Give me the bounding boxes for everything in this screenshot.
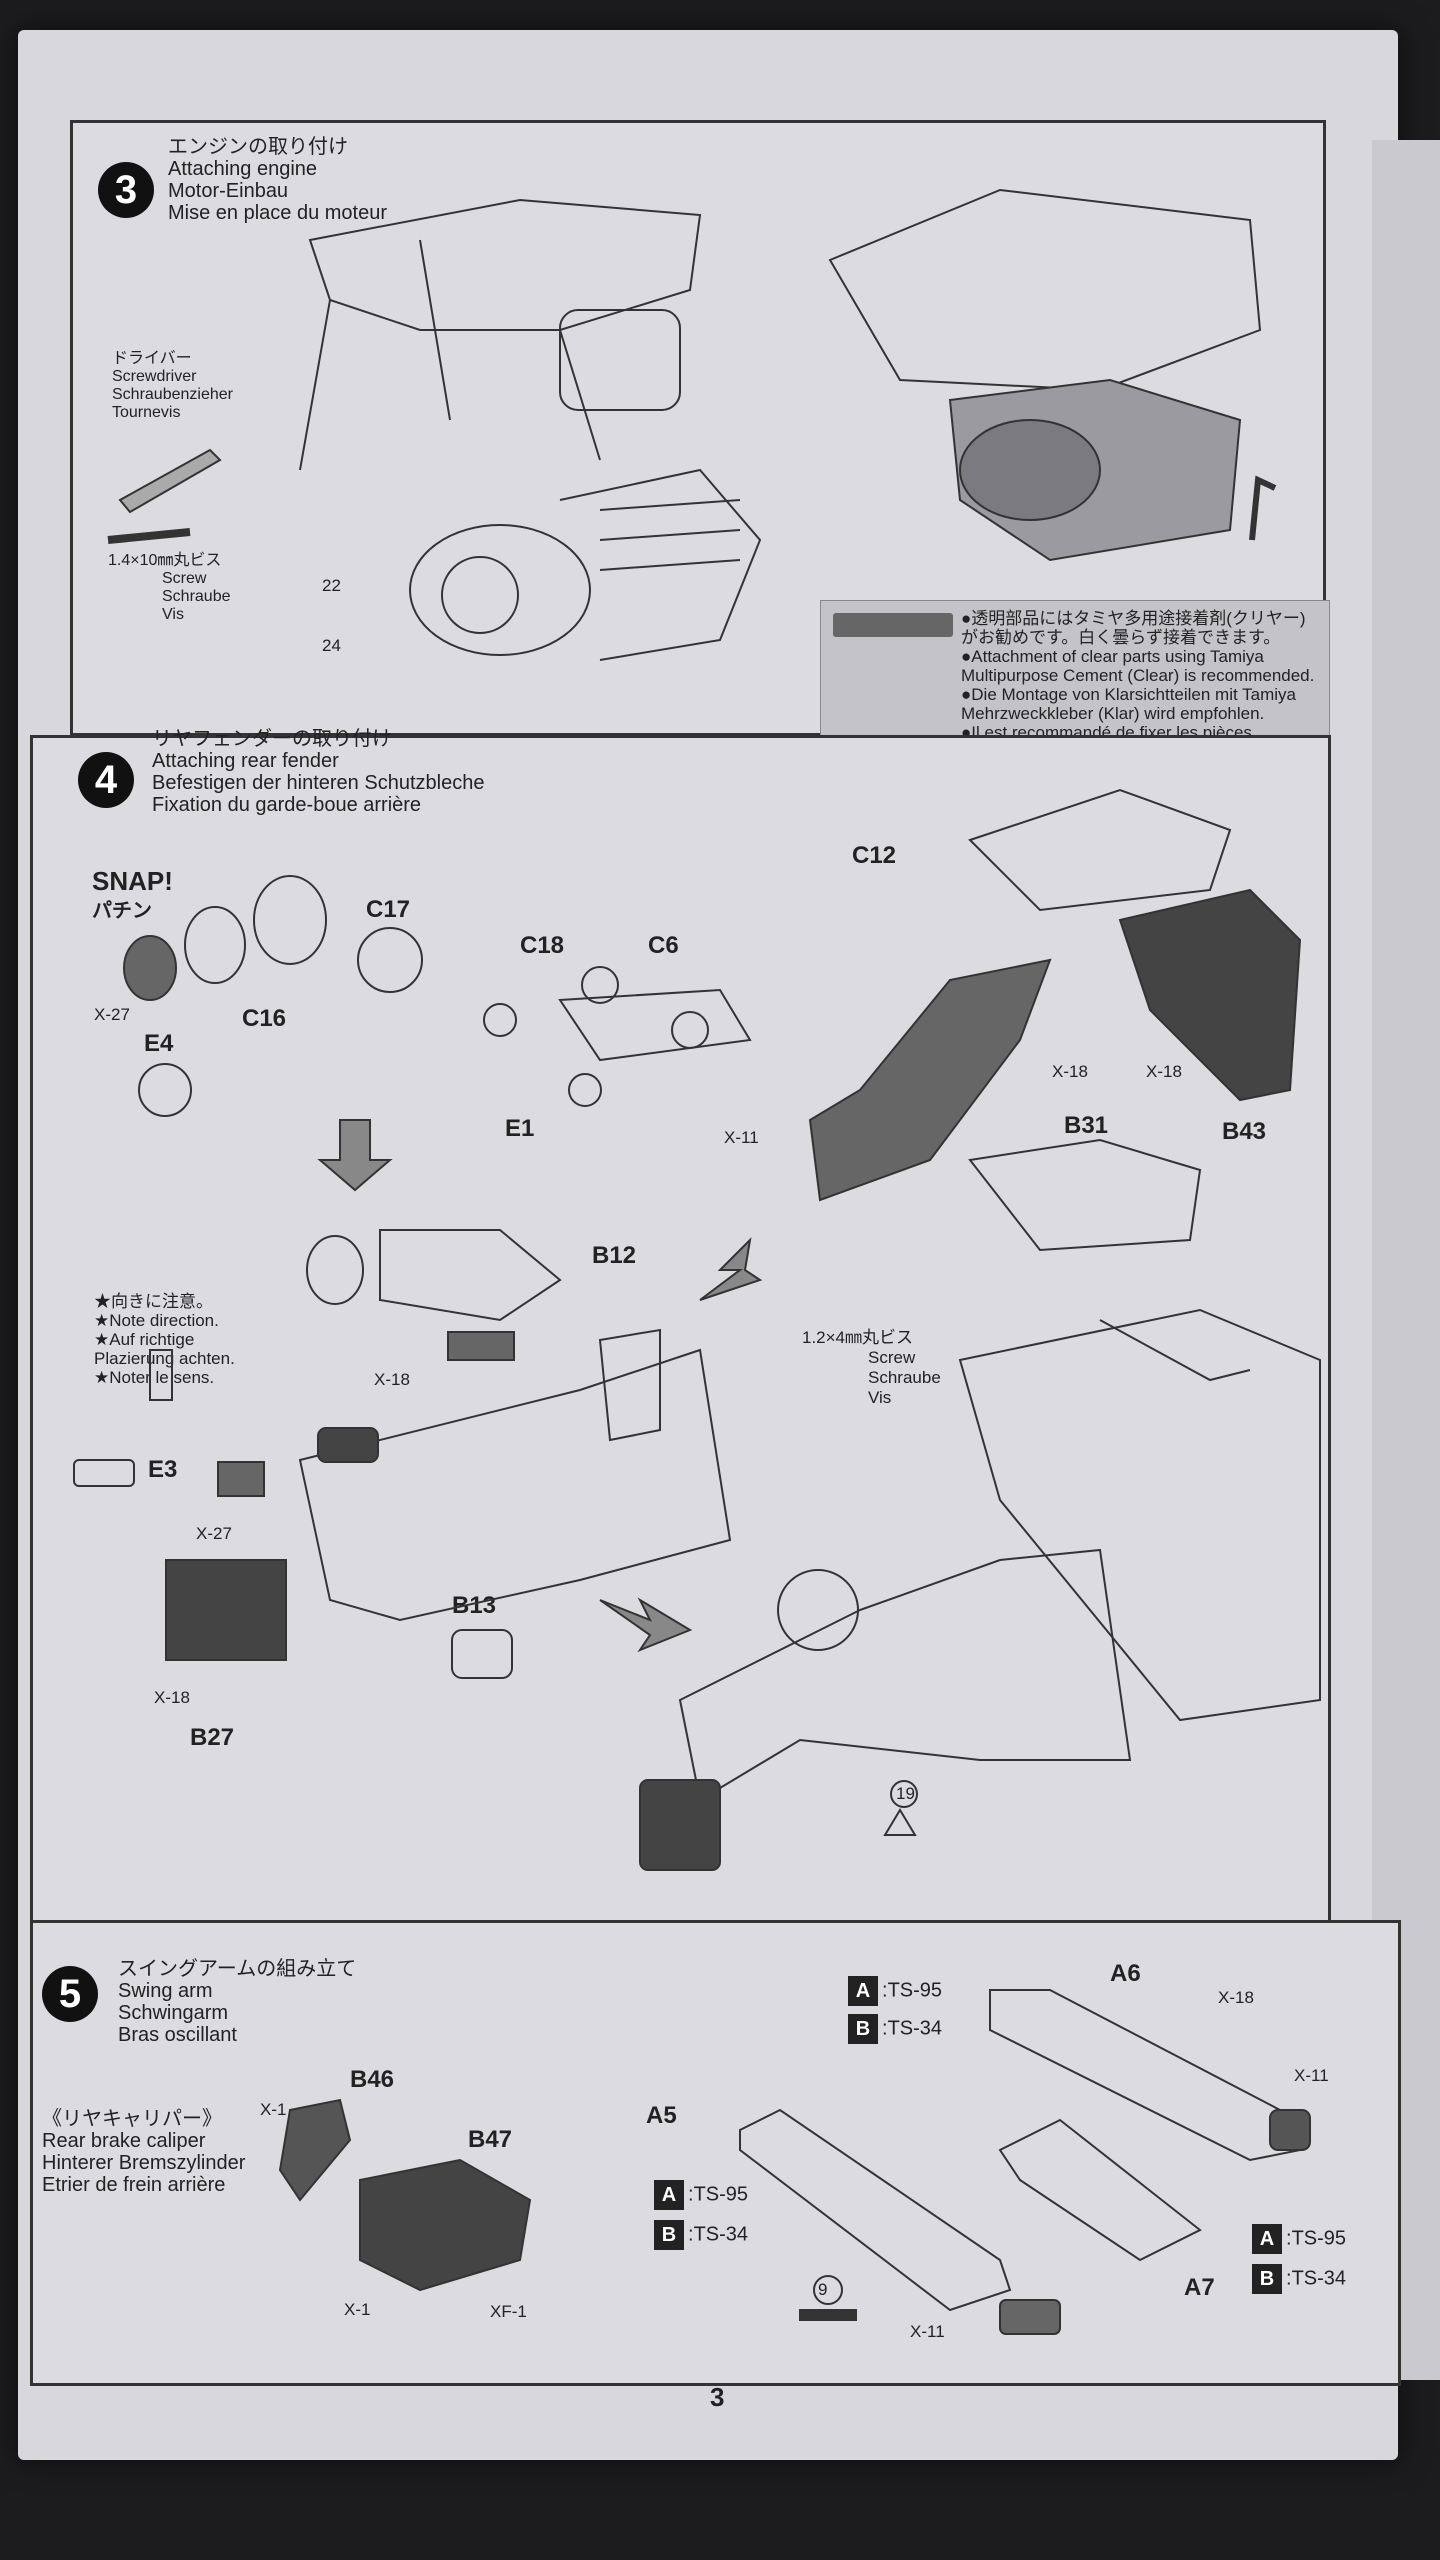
step5-number: 5 xyxy=(42,1966,98,2022)
step4-title: リヤフェンダーの取り付け Attaching rear fender Befes… xyxy=(152,728,485,816)
part-c16: C16 xyxy=(242,1005,287,1032)
paint-a-right: A:TS-95 xyxy=(1252,2224,1346,2254)
cement-bottle-icon xyxy=(833,613,953,637)
step3-title: エンジンの取り付け Attaching engine Motor-Einbau … xyxy=(168,136,387,224)
part-b27: B27 xyxy=(190,1724,235,1751)
part-x27b: X-27 xyxy=(196,1524,232,1543)
step3-number: 3 xyxy=(98,162,154,218)
step3-title-fr: Mise en place du moteur xyxy=(168,202,388,224)
part-x18d: X-18 xyxy=(154,1688,190,1707)
part-b31: B31 xyxy=(1064,1112,1109,1139)
part-b47: B47 xyxy=(468,2126,513,2153)
part-x18: X-18 xyxy=(1218,1988,1254,2007)
part-x11a: X-11 xyxy=(1294,2066,1329,2085)
part-xf1: XF-1 xyxy=(490,2302,527,2321)
part-b12: B12 xyxy=(592,1242,637,1269)
part-x18a: X-18 xyxy=(1052,1062,1088,1081)
paint-a-top: A:TS-95 xyxy=(848,1976,942,2006)
part-a7: A7 xyxy=(1184,2274,1215,2301)
part-a6: A6 xyxy=(1110,1960,1141,1987)
paint-b-left: B:TS-34 xyxy=(654,2220,748,2250)
part-c17: C17 xyxy=(366,896,411,923)
step5-title: スイングアームの組み立て Swing arm Schwingarm Bras o… xyxy=(118,1958,357,2046)
part-c6: C6 xyxy=(648,932,679,959)
ref-24: 24 xyxy=(322,636,341,655)
part-e3: E3 xyxy=(148,1456,178,1483)
part-b43: B43 xyxy=(1222,1118,1267,1145)
step3-title-jp: エンジンの取り付け xyxy=(168,136,348,158)
step4-number: 4 xyxy=(78,752,134,808)
part-c18: C18 xyxy=(520,932,565,959)
part-x11: X-11 xyxy=(724,1128,759,1147)
ref-9: 9 xyxy=(818,2280,828,2299)
step3-tool-label: ドライバー Screwdriver Schraubenzieher Tourne… xyxy=(112,350,233,421)
step3-screw-label: 1.4×10㎜丸ビス Screw Schraube Vis xyxy=(108,552,231,623)
step5-subtitle: 《リヤキャリパー》 Rear brake caliper Hinterer Br… xyxy=(42,2108,246,2196)
ref-22: 22 xyxy=(322,576,341,595)
part-x1a: X-1 xyxy=(260,2100,287,2119)
page-number: 3 xyxy=(710,2382,725,2412)
part-x18c: X-18 xyxy=(374,1370,410,1389)
step4-screw-label: 1.2×4㎜丸ビス Screw Schraube Vis xyxy=(802,1328,941,1407)
step3-title-de: Motor-Einbau xyxy=(168,180,289,202)
paint-b-right: B:TS-34 xyxy=(1252,2264,1346,2294)
part-a5: A5 xyxy=(646,2102,677,2129)
part-b46: B46 xyxy=(350,2066,395,2093)
ref-19: 19 xyxy=(896,1784,915,1803)
part-e1: E1 xyxy=(505,1115,535,1142)
direction-note: ★向きに注意。 ★Note direction. ★Auf richtige P… xyxy=(94,1292,235,1387)
paint-b-top: B:TS-34 xyxy=(848,2014,942,2044)
part-x1b: X-1 xyxy=(344,2300,371,2319)
part-x27a: X-27 xyxy=(94,1005,130,1024)
paint-a-left: A:TS-95 xyxy=(654,2180,748,2210)
snap-label: SNAP! パチン xyxy=(92,866,173,922)
part-e4: E4 xyxy=(144,1030,174,1057)
part-x18b: X-18 xyxy=(1146,1062,1182,1081)
part-x11b: X-11 xyxy=(910,2322,945,2341)
part-c12: C12 xyxy=(852,842,897,869)
part-b13: B13 xyxy=(452,1592,497,1619)
step3-title-en: Attaching engine xyxy=(168,158,318,180)
